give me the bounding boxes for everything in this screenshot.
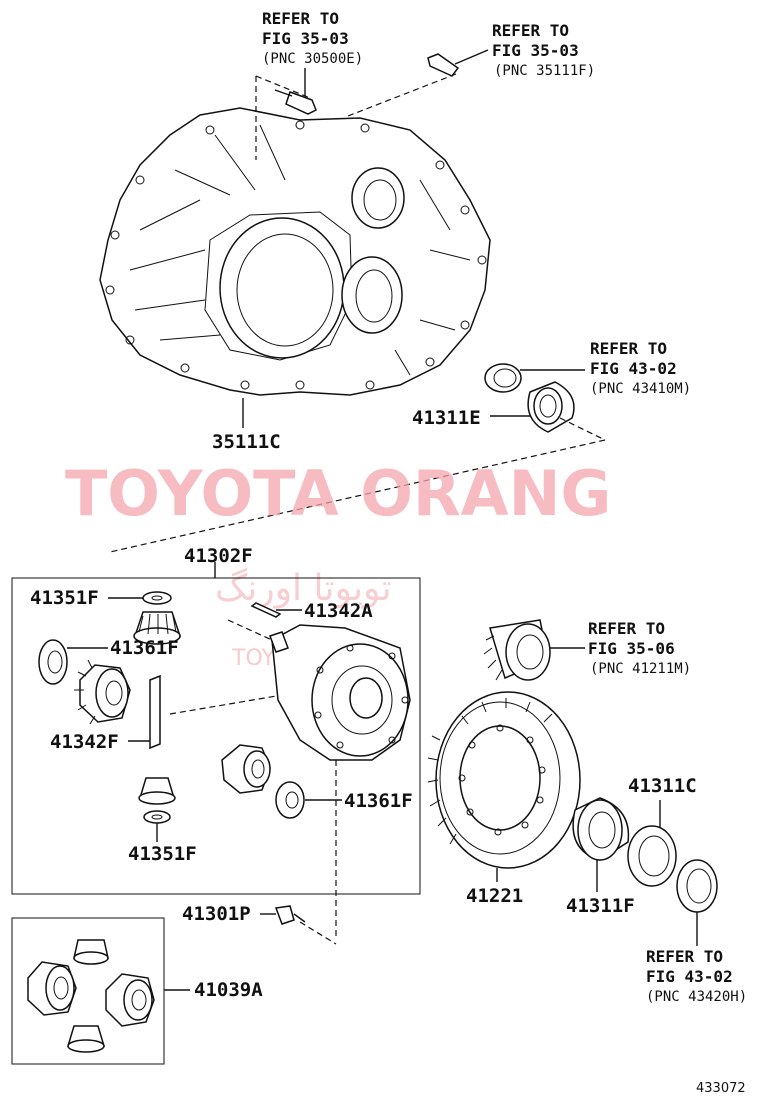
- svg-text:REFER TO: REFER TO: [646, 947, 723, 966]
- part-label-41301P: 41301P: [182, 903, 251, 925]
- gear-kit-box: [11, 917, 165, 1065]
- part-label-41342A: 41342A: [304, 600, 373, 622]
- part-label-35111C: 35111C: [212, 431, 281, 453]
- part-label-41311F: 41311F: [566, 895, 635, 917]
- part-label-41351F-top: 41351F: [30, 587, 99, 609]
- part-label-41311C: 41311C: [628, 775, 697, 797]
- transaxle-housing: [99, 107, 491, 396]
- side-gear-left: [74, 659, 131, 725]
- svg-text:(PNC 30500E): (PNC 30500E): [262, 51, 363, 67]
- side-gear-washer-right: [275, 781, 305, 819]
- pinion-shaft-41342F: [149, 674, 161, 750]
- svg-text:REFER TO: REFER TO: [492, 21, 569, 40]
- watermark-main: TOYOTA ORANG: [65, 457, 611, 530]
- svg-text:(PNC 35111F): (PNC 35111F): [494, 63, 595, 79]
- ref-35111F: REFER TO FIG 35-03 (PNC 35111F): [492, 21, 595, 79]
- part-label-41351F-bottom: 41351F: [128, 843, 197, 865]
- svg-text:FIG 43-02: FIG 43-02: [590, 359, 677, 378]
- pin-41342A: [250, 602, 282, 618]
- svg-text:REFER TO: REFER TO: [588, 619, 665, 638]
- svg-text:REFER TO: REFER TO: [262, 9, 339, 28]
- gear-kit-contents: [27, 939, 155, 1053]
- ref-43410M: REFER TO FIG 43-02 (PNC 43410M): [590, 339, 691, 397]
- differential-case: [269, 624, 411, 761]
- bearing-cup-43420H: [676, 859, 718, 913]
- ref-43420H: REFER TO FIG 43-02 (PNC 43420H): [646, 947, 747, 1005]
- part-label-41342F: 41342F: [50, 731, 119, 753]
- side-gear-right: [221, 744, 271, 794]
- svg-text:FIG 35-03: FIG 35-03: [262, 29, 349, 48]
- part-label-41302F: 41302F: [184, 545, 253, 567]
- part-label-41221: 41221: [466, 885, 523, 907]
- bearing-41311E: [527, 381, 575, 433]
- svg-text:(PNC 43420H): (PNC 43420H): [646, 989, 747, 1005]
- bearing-cup-43410M: [484, 363, 522, 393]
- pinion-gear-top: [133, 611, 182, 645]
- ref-41211M: REFER TO FIG 35-06 (PNC 41211M): [588, 619, 691, 677]
- svg-text:FIG 43-02: FIG 43-02: [646, 967, 733, 986]
- figure-number: 433072: [696, 1081, 746, 1096]
- part-label-41311E: 41311E: [412, 407, 481, 429]
- side-gear-washer-left: [38, 639, 68, 685]
- ref-30500E: REFER TO FIG 35-03 (PNC 30500E): [262, 9, 363, 67]
- svg-text:(PNC 43410M): (PNC 43410M): [590, 381, 691, 397]
- pinion-washer-41351F-top: [142, 591, 172, 605]
- differential-group-box: [11, 577, 421, 895]
- bearing-41311F: [572, 797, 630, 861]
- pinion-washer-41351F-bottom: [143, 810, 171, 824]
- shim-41311C: [627, 825, 677, 887]
- bolt-30500E: [274, 89, 317, 115]
- bolt-35111F: [427, 53, 460, 77]
- svg-text:FIG 35-06: FIG 35-06: [588, 639, 675, 658]
- drive-pinion-41211M: [483, 619, 551, 681]
- watermark-persian: تویوتا اورنگ: [215, 567, 392, 609]
- part-label-41361F-left: 41361F: [110, 637, 179, 659]
- bolt-41301P: [274, 905, 306, 925]
- svg-text:REFER TO: REFER TO: [590, 339, 667, 358]
- ring-gear-41221: [427, 691, 581, 869]
- pinion-gear-bottom: [138, 777, 176, 805]
- svg-text:FIG 35-03: FIG 35-03: [492, 41, 579, 60]
- part-label-41361F-right: 41361F: [344, 790, 413, 812]
- svg-text:(PNC 41211M): (PNC 41211M): [590, 661, 691, 677]
- part-label-41039A: 41039A: [194, 979, 263, 1001]
